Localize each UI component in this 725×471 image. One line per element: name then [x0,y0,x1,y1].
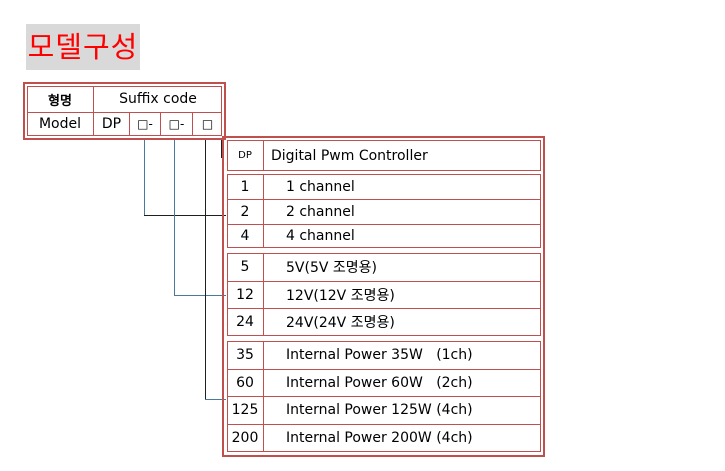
desc-power-35: Internal Power 35W (1ch) [286,347,473,363]
slot-divider-2 [160,112,161,136]
code-channel-2: 2 [240,203,250,220]
model-code-table-inner [27,86,222,136]
desc-voltage-24: 24V(24V 조명용) [286,315,395,331]
desc-power-60: Internal Power 60W (2ch) [286,374,473,391]
connector-power-vertical [205,140,206,399]
channel-group [227,174,541,248]
connector-model-vertical [221,140,222,158]
code-voltage-24: 24 [236,314,254,330]
code-power-35: 35 [236,347,254,363]
desc-channel-4: 4 channel [286,228,355,244]
suffix-code-label: Suffix code [119,91,197,107]
desc-channel-1: 1 channel [286,178,355,195]
voltage-row-divider-1 [227,281,541,282]
model-label: Model [38,116,82,132]
connector-voltage-horizontal [174,295,226,296]
desc-channel-2: 2 channel [286,203,355,220]
code-voltage-5: 5 [240,259,250,275]
header-divider [27,112,222,113]
voltage-row-divider-2 [227,308,541,309]
connector-voltage-vertical [174,140,175,295]
suffix-slot-voltage: □- [168,117,185,131]
slot-divider-1 [129,112,130,136]
suffix-legend-frame [222,136,545,457]
code-power-60: 60 [236,374,254,391]
voltage-group-divider [263,253,264,336]
channel-row-divider-1 [227,199,541,200]
model-group [227,140,541,171]
code-dp: DP [238,150,252,161]
model-group-divider [263,140,264,171]
channel-row-divider-2 [227,224,541,225]
desc-power-200: Internal Power 200W (4ch) [286,430,473,446]
page-title: 모델구성 [26,24,140,70]
slot-divider-3 [192,112,193,136]
desc-voltage-5: 5V(5V 조명용) [286,260,377,276]
suffix-slot-channel: □- [137,117,153,131]
power-row-divider-2 [227,396,541,397]
code-channel-4: 4 [240,228,250,244]
channel-group-divider [263,174,264,248]
desc-power-125: Internal Power 125W (4ch) [286,402,473,418]
desc-voltage-12: 12V(12V 조명용) [286,287,395,304]
code-channel-1: 1 [240,178,250,195]
suffix-slot-power: □ [201,117,214,131]
power-row-divider-1 [227,369,541,370]
power-row-divider-3 [227,424,541,425]
model-code: DP [101,116,122,132]
connector-channel-vertical [144,140,145,216]
connector-power-horizontal [205,399,226,400]
model-code-table [23,82,226,140]
code-power-200: 200 [231,430,259,446]
header-col-divider [93,86,94,136]
connector-channel-horizontal [144,215,226,216]
type-label: 형명 [48,93,72,109]
code-voltage-12: 12 [236,286,254,303]
code-power-125: 125 [231,402,259,418]
desc-dp: Digital Pwm Controller [271,147,428,164]
voltage-group [227,253,541,336]
